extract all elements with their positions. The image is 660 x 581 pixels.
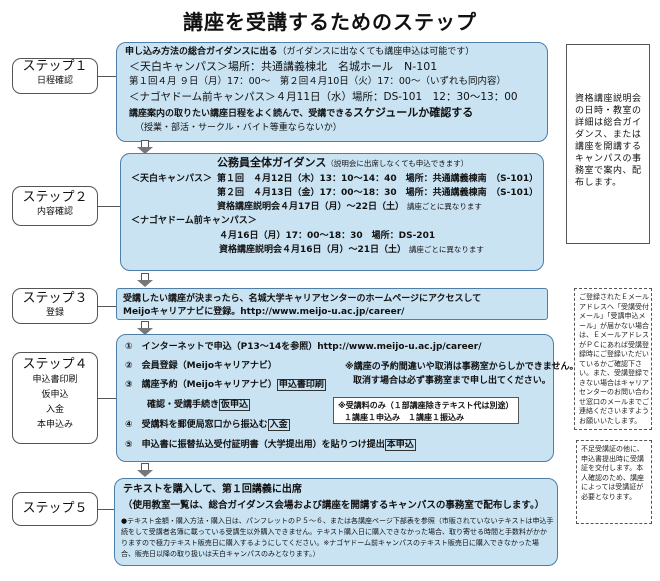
session-1: 第１回 ４月12日（木）13：10～14：40 場所：共通講義棟南 （S-101… <box>217 174 539 184</box>
textbook-note-3: りますので極力テキスト販売日に購入するようにしてください。※ナゴヤドーム前キャン… <box>121 539 539 547</box>
fee-note-box: ※受講料のみ（１部講座除きテキスト代は別途） １講座１申込み １講座１振込み <box>333 397 519 424</box>
tenpaku-dates: 第１回４月 ９日（月）17：00～ 第２回４月10日（火）17：00～（いずれも… <box>129 76 506 87</box>
print-form-tag: 申込書印刷 <box>276 379 326 391</box>
step-4-sub-1: 申込書印刷 <box>32 375 78 385</box>
guidance-heading: 申し込み方法の総合ガイダンスに出る <box>125 47 278 57</box>
down-arrow-icon <box>137 273 153 287</box>
down-arrow-icon <box>137 321 153 335</box>
connector-4 <box>98 398 116 399</box>
page-title: 講座を受講するためのステップ <box>183 10 477 34</box>
dome-venue: ＜ナゴヤドーム前キャンパス＞４月11日（水）場所：DS-101 12：30～13… <box>129 91 518 103</box>
step-2-title: ステップ２ <box>22 190 88 205</box>
payment-tag: 入金 <box>267 419 290 431</box>
fee-note-1: ※受講料のみ（１部講座除きテキスト代は別途） <box>338 401 514 410</box>
textbook-heading: テキストを購入して、第１回講義に出席 <box>123 484 302 495</box>
down-arrow-icon <box>137 463 153 477</box>
step-3-box: 受講したい講座が決まったら、名城大学キャリアセンターのホームページにアクセスして… <box>116 288 548 320</box>
step-4-sub-4: 本申込み <box>36 420 73 430</box>
connector-2 <box>98 206 120 207</box>
tenpaku-briefing: 資格講座説明会４月17日（月）～22日（土） <box>217 202 405 212</box>
down-arrow-icon <box>137 140 153 154</box>
right-note-certificate-text: 不足受講証の他に、申込書提出時に受講証を交付します。本人確認のため、講座によって… <box>581 445 644 501</box>
step-2-sub: 内容確認 <box>36 207 73 217</box>
guidance-note: （ガイダンスに出なくても講座申込は可能です） <box>277 47 475 57</box>
schedule-text: 講座案内の取りたい講座日程をよく読んで、受講できる <box>129 109 354 119</box>
step4-item-1: ① インターネットで申込（P13～14を参照）http://www.meijo-… <box>125 342 482 352</box>
cancel-note-2: 取消す場合は必ず事務室まで申し出てください。 <box>353 376 551 386</box>
right-note-briefing-text: 資格講座説明会の日時・教室の詳細は総合ガイダンス、または講座を開講するキャンパス… <box>575 94 642 188</box>
right-note-briefing: 資格講座説明会の日時・教室の詳細は総合ガイダンス、または講座を開講するキャンパス… <box>566 44 650 244</box>
step-3-sub: 登録 <box>45 308 64 318</box>
step4-item-4: ④ 受講料を郵便局窓口から振込む <box>125 420 268 430</box>
provisional-tag: 仮申込 <box>219 399 251 411</box>
right-note-certificate: 不足受講証の他に、申込書提出時に受講証を交付します。本人確認のため、講座によって… <box>576 440 652 524</box>
tenpaku-label: ＜天白キャンパス＞ <box>131 174 213 184</box>
right-note-email-text: ご登録されたＥメールアドレスへ「受講受付メール」「受講申込メール」が届かない場合… <box>579 293 649 425</box>
right-note-email: ご登録されたＥメールアドレスへ「受講受付メール」「受講申込メール」が届かない場合… <box>574 288 652 430</box>
step4-item-2: ② 会員登録（Meijoキャリアナビ） <box>125 361 277 371</box>
dome-briefing-note: 講座ごとに異なります <box>408 245 484 254</box>
step-1-label: ステップ１ 日程確認 <box>12 58 98 94</box>
tenpaku-briefing-note: 講座ごとに異なります <box>406 202 482 211</box>
step-1-sub: 日程確認 <box>36 76 73 86</box>
step4-item-3: ③ 講座予約（Meijoキャリアナビ） <box>125 380 277 390</box>
step-5-title: ステップ５ <box>22 501 88 516</box>
final-application-tag: 本申込 <box>384 439 416 451</box>
connector-5 <box>98 509 114 510</box>
step4-item-5: ⑤ 申込書に振替払込受付証明書（大学提出用）を貼りつけ提出 <box>125 440 385 450</box>
connector-1 <box>98 76 116 77</box>
register-text: 受講したい講座が決まったら、名城大学キャリアセンターのホームページにアクセスして <box>123 294 482 304</box>
dome-briefing: 資格講座説明会４月16日（月）～21日（土） <box>219 245 407 255</box>
step-5-box: テキストを購入して、第１回講義に出席 （使用教室一覧は、総合ガイダンス会場および… <box>114 478 558 566</box>
fee-note-2: １講座１申込み １講座１振込み <box>344 413 464 422</box>
tenpaku-venue: ＜天白キャンパス＞場所：共通講義棟北 名城ホール N-101 <box>129 60 438 73</box>
cancel-note-1: ※講座の予約間違いや取消は事務室からしかできません。 <box>345 362 579 372</box>
step-4-sub-3: 入金 <box>45 405 64 415</box>
step-1-title: ステップ１ <box>22 59 88 74</box>
step-2-box: 公務員全体ガイダンス（説明会に出席しなくても申込できます） ＜天白キャンパス＞ … <box>120 153 544 271</box>
classroom-note: （使用教室一覧は、総合ガイダンス会場および講座を開講するキャンパスの事務室で配布… <box>123 500 545 511</box>
step-3-title: ステップ３ <box>22 291 88 306</box>
register-url[interactable]: Meijoキャリアナビに登録。http://www.meijo-u.ac.jp/… <box>123 307 405 317</box>
textbook-note-2: 続をして受講者名簿に載っている受講生以外購入できません。テキスト購入日に購入でき… <box>121 528 548 536</box>
connector-3 <box>98 306 116 307</box>
step-5-label: ステップ５ <box>12 492 98 526</box>
schedule-note: （授業・部活・サークル・バイト等重ならないか） <box>135 123 342 133</box>
step-4-box: ① インターネットで申込（P13～14を参照）http://www.meijo-… <box>116 334 578 462</box>
dome-label: ＜ナゴヤドーム前キャンパス＞ <box>131 216 257 226</box>
schedule-emphasis: スケジュールか確認する <box>353 106 474 119</box>
civil-guidance-heading: 公務員全体ガイダンス <box>217 156 327 169</box>
step-1-box: 申し込み方法の総合ガイダンスに出る（ガイダンスに出なくても講座申込は可能です） … <box>116 42 548 142</box>
session-2: 第２回 ４月13日（金）17：00～18：30 場所：共通講義棟南 （S-101… <box>217 188 539 198</box>
dome-session: ４月16日（月）17：00～18：30 場所：DS-201 <box>219 231 436 241</box>
step-4-sub-2: 仮申込 <box>41 390 69 400</box>
step-3-label: ステップ３ 登録 <box>12 288 98 324</box>
civil-guidance-note: （説明会に出席しなくても申込できます） <box>326 159 469 168</box>
textbook-note-4: 合、販売日以降の取り扱いは天白キャンパスのみとなります。） <box>121 550 320 558</box>
textbook-note-1: ●テキスト金額・購入方法・購入日は、パンフレットのＰ５～６、または各講座ページ下… <box>121 517 554 525</box>
step-2-label: ステップ２ 内容確認 <box>12 186 98 226</box>
step4-item-3b: 確認・受講手続き <box>147 400 220 410</box>
step-4-title: ステップ４ <box>22 357 88 372</box>
step-4-label: ステップ４ 申込書印刷 仮申込 入金 本申込み <box>12 352 98 444</box>
